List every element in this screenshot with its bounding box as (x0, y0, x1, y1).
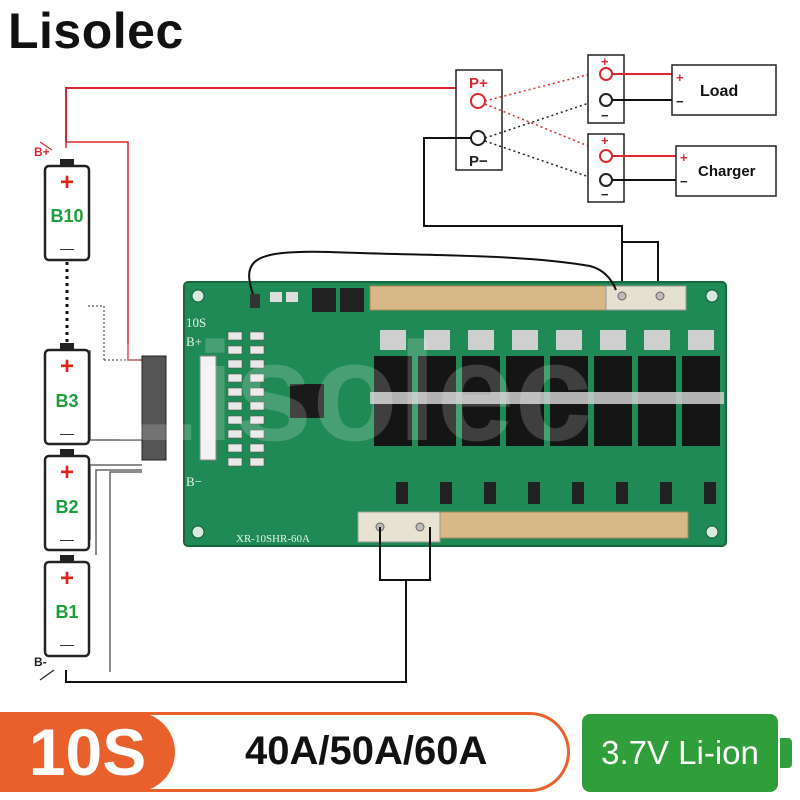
output-terminal-block: P+ P− (455, 69, 503, 171)
charger-minus-terminal (599, 173, 613, 187)
p-plus-label: P+ (469, 75, 488, 92)
load-device: + − Load (671, 64, 777, 116)
cell-minus-sign: — (60, 636, 74, 652)
b-minus-wire-loop (379, 527, 431, 581)
series-tag: 10S (0, 712, 175, 792)
bms-pcb-board: 10S B+ B− XR-10SHR-60A (183, 281, 727, 547)
output-dotted-links (484, 71, 599, 181)
cell-plus-sign: + (60, 459, 74, 486)
cell-label: B1 (55, 602, 78, 622)
ntc-sensor (250, 294, 260, 308)
load-plus-terminal (599, 67, 613, 81)
balance-plug (141, 355, 167, 461)
load-plus-sign: + (676, 70, 684, 85)
cell-plus-sign: + (60, 353, 74, 380)
battery-cell-b10: + B10 — (43, 159, 91, 262)
series-current-banner: 10S 40A/50A/60A (0, 712, 570, 792)
p-minus-terminal (470, 130, 486, 146)
board-b-plus-label: B+ (186, 334, 202, 349)
battery-cell-b2: + B2 — (43, 449, 91, 552)
board-b-minus-label: B− (186, 474, 202, 489)
charger-label: Charger (698, 163, 756, 180)
chemistry-label: 3.7V Li-ion (601, 734, 759, 771)
chemistry-battery-badge: 3.7V Li-ion (582, 714, 792, 792)
cell-minus-sign: — (60, 425, 74, 441)
b-plus-label: B+ (34, 145, 50, 159)
load-minus-terminal (599, 93, 613, 107)
p-plus-terminal (470, 93, 486, 109)
p-minus-label: P− (469, 153, 488, 170)
cell-minus-sign: — (60, 240, 74, 256)
load-minus-sign: − (676, 94, 684, 109)
mcu-chip (290, 384, 324, 418)
bottom-busbar (439, 511, 689, 539)
charger-minus-sign: − (680, 174, 688, 189)
battery-nub-icon (780, 738, 792, 768)
balance-wires (65, 87, 478, 683)
load-block-minus: − (601, 108, 609, 123)
load-terminal-block: + − (587, 54, 625, 124)
brand-logo-text: Lisolec (8, 3, 184, 59)
p-minus-wire (423, 137, 659, 300)
charger-block-minus: − (601, 187, 609, 202)
top-busbar (369, 285, 607, 311)
cell-minus-sign: — (60, 531, 74, 547)
b-minus-label: B- (34, 655, 47, 669)
charger-plus-sign: + (680, 150, 688, 165)
board-model-label: XR-10SHR-60A (236, 533, 310, 545)
b-minus-arrow (39, 669, 55, 681)
watermark-text: Lisolec (110, 313, 592, 470)
balance-header (199, 355, 217, 461)
charger-device: + − Charger (675, 145, 777, 197)
battery-cell-b3: + B3 — (43, 343, 91, 446)
board-series-label: 10S (186, 315, 206, 330)
ntc-sensor-wire (248, 250, 617, 301)
charger-plus-terminal (599, 149, 613, 163)
cell-label: B2 (55, 497, 78, 517)
cell-label: B3 (55, 391, 78, 411)
current-ratings: 40A/50A/60A (245, 729, 488, 773)
load-block-plus: + (601, 54, 609, 69)
load-label: Load (700, 83, 738, 100)
charger-block-plus: + (601, 133, 609, 148)
cell-label: B10 (50, 206, 83, 226)
cell-plus-sign: + (60, 169, 74, 196)
battery-cell-b1: + B1 — (43, 555, 91, 658)
charger-terminal-block: + − (587, 133, 625, 203)
cell-plus-sign: + (60, 565, 74, 592)
b-plus-arrow (39, 141, 53, 151)
